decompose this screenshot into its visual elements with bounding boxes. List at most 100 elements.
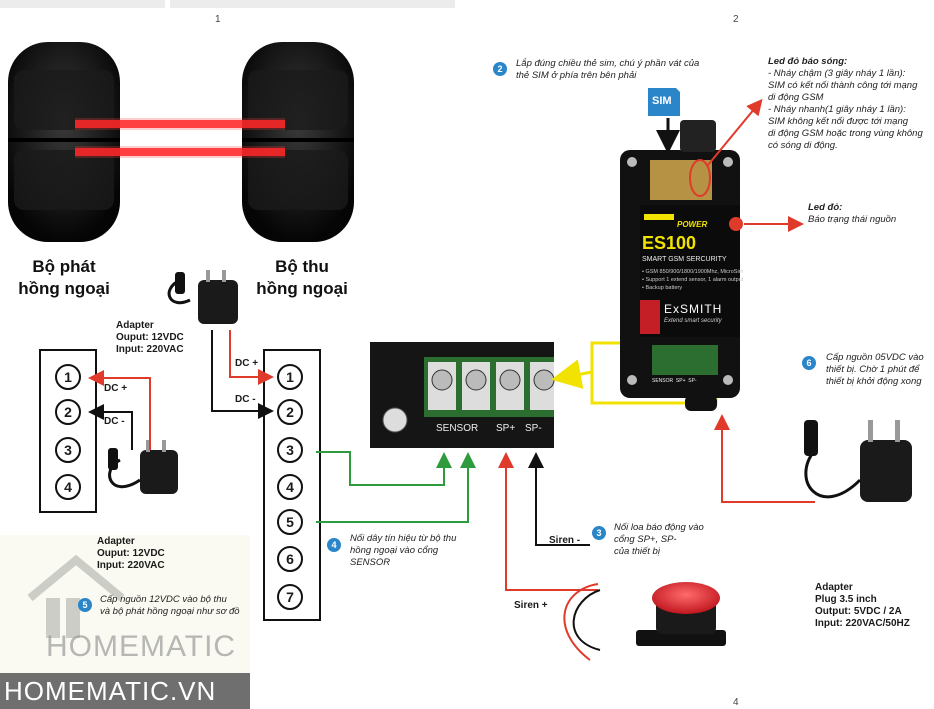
led-power-text: Báo trạng thái nguồn (808, 214, 897, 225)
device-spec-1: • GSM 850/900/1800/1900Mhz, MicroSim (642, 269, 744, 275)
step-3-line-1: Nối loa báo động vào (614, 522, 704, 533)
terminal-right-7: 7 (277, 584, 303, 610)
terminal-right-5: 5 (277, 509, 303, 535)
adapter-right-plug: Plug 3.5 inch (815, 594, 877, 605)
wires-right-power (211, 330, 274, 419)
connector-label-sp-plus: SP+ (496, 423, 516, 434)
step-4-line-1: Nối dây tín hiệu từ bộ thu (350, 533, 457, 544)
adapter-top-output: Ouput: 12VDC (116, 332, 184, 343)
step-2-text: Lắp đúng chiều thẻ sim, chú ý phần vát c… (516, 58, 699, 82)
label-dc-minus-right: DC - (235, 394, 256, 405)
adapter-right-image (804, 420, 912, 502)
sim-card-image (648, 88, 680, 116)
step-2-line-2: thẻ SIM ở phía trên bên phải (516, 70, 637, 81)
wires-siren (498, 452, 598, 591)
label-dc-minus-left: DC - (104, 416, 125, 427)
connector-label-sensor: SENSOR (436, 423, 479, 434)
adapter-left-output: Ouput: 12VDC (97, 548, 165, 559)
device-power-label: POWER (677, 220, 708, 229)
step-3-icon: 3 (592, 526, 606, 540)
wire-power-device (714, 414, 815, 503)
terminal-left-2: 2 (55, 399, 81, 425)
step-5-line-1: Cấp nguồn 12VDC vào bộ thu (100, 594, 227, 605)
step-4-line-2: hồng ngoại vào cổng (350, 545, 439, 556)
step-6-icon: 6 (802, 356, 816, 370)
transmitter-label-line2: hồng ngoại (18, 279, 110, 298)
page-number-4: 4 (733, 697, 739, 708)
terminal-right-4: 4 (277, 474, 303, 500)
watermark-logo: HOMEMATIC (46, 630, 237, 663)
terminal-right-1: 1 (277, 364, 303, 390)
step-2-icon: 2 (493, 62, 507, 76)
led-wave-line-1: - Nháy chậm (3 giây nháy 1 lần): (768, 68, 906, 79)
device-subtitle: SMART GSM SERCURITY (642, 256, 727, 263)
transmitter-label: Bộ phát hồng ngoại (8, 256, 120, 300)
step-5-icon: 5 (78, 598, 92, 612)
led-wave-highlight (689, 159, 711, 197)
wires-sensor (316, 451, 476, 523)
page-number-1: 1 (215, 14, 221, 25)
led-wave-note: Led đỏ báo sóng: - Nháy chậm (3 giây nhá… (768, 56, 923, 152)
receiver-label-line2: hồng ngoại (256, 279, 348, 298)
adapter-left-label: Adapter Ouput: 12VDC Input: 220VAC (97, 536, 165, 572)
device-sim-label: SIM (652, 95, 672, 107)
page-number-2: 2 (733, 14, 739, 25)
adapter-top-input: Input: 220VAC (116, 344, 184, 355)
terminal-left-3: 3 (55, 437, 81, 463)
label-dc-plus-left: DC + (104, 383, 128, 394)
device-slogan: Extend smart security (664, 318, 722, 324)
adapter-right-label: Adapter Plug 3.5 inch Output: 5VDC / 2A … (815, 582, 910, 630)
led-wave-line-4: - Nháy nhanh(1 giây nháy 1 lần): (768, 104, 906, 115)
terminal-right-3: 3 (277, 437, 303, 463)
step-6-line-3: thiết bị khởi động xong (826, 376, 922, 387)
terminal-left-4: 4 (55, 474, 81, 500)
watermark-footer: HOMEMATIC.VN (0, 673, 250, 709)
adapter-top-label: Adapter Ouput: 12VDC Input: 220VAC (116, 320, 184, 356)
gsm-device (620, 120, 743, 411)
led-wave-line-6: di động GSM hoặc trong vùng không (768, 128, 923, 139)
step-4-text: Nối dây tín hiệu từ bộ thu hồng ngoại và… (350, 533, 456, 569)
ir-receiver (242, 42, 354, 242)
led-wave-title: Led đỏ báo sóng: (768, 56, 848, 67)
receiver-label: Bộ thu hồng ngoại (246, 256, 358, 300)
connector-zoom (370, 342, 555, 448)
device-port-labels: SENSOR SP+ SP- (652, 378, 697, 384)
step-5-text: Cấp nguồn 12VDC vào bộ thu và bộ phát hồ… (100, 594, 240, 618)
highlight-arrow (551, 359, 593, 389)
label-siren-plus: Siren + (514, 600, 548, 611)
wires-left-power (88, 370, 151, 450)
adapter-left-input: Input: 220VAC (97, 560, 165, 571)
step-5-line-2: và bộ phát hồng ngoại như sơ đồ (100, 606, 240, 617)
step-4-line-3: SENSOR (350, 557, 391, 568)
led-wave-line-5: SIM không kết nối được tới mạng (768, 116, 909, 127)
label-dc-plus-right: DC + (235, 358, 259, 369)
device-spec-2: • Support 1 extend sensor, 1 alarm outpu… (642, 277, 744, 283)
label-siren-minus: Siren - (549, 535, 581, 546)
header-strip-left (0, 0, 165, 8)
siren-image (563, 582, 726, 661)
adapter-right-input: Input: 220VAC/50HZ (815, 618, 910, 629)
led-wave-line-3: di động GSM (768, 92, 824, 103)
step-3-line-3: của thiết bị (614, 546, 660, 557)
header-strip-mid (170, 0, 455, 8)
led-wave-arrow (707, 98, 763, 166)
terminal-right-6: 6 (277, 546, 303, 572)
step-3-line-2: cổng SP+, SP- (614, 534, 677, 545)
step-2-line-1: Lắp đúng chiều thẻ sim, chú ý phần vát c… (516, 58, 700, 69)
receiver-label-line1: Bộ thu (275, 257, 329, 276)
transmitter-label-line1: Bộ phát (32, 257, 96, 276)
step-6-line-2: thiết bị. Chờ 1 phút để (826, 364, 920, 375)
device-brand: ExSMITH (664, 302, 723, 316)
adapter-top-title: Adapter (116, 320, 154, 331)
step-6-line-1: Cấp nguồn 05VDC vào (826, 352, 924, 363)
watermark-house-icon (27, 554, 125, 638)
step-3-text: Nối loa báo động vào cổng SP+, SP- của t… (614, 522, 704, 558)
led-power-title: Led đỏ: (808, 202, 843, 213)
connector-label-sp-minus: SP- (525, 423, 542, 434)
ir-transmitter (8, 42, 120, 242)
adapter-top-image (167, 270, 238, 324)
step-4-icon: 4 (327, 538, 341, 552)
device-specs: • GSM 850/900/1800/1900Mhz, MicroSim • S… (642, 268, 743, 292)
terminal-left-1: 1 (55, 364, 81, 390)
